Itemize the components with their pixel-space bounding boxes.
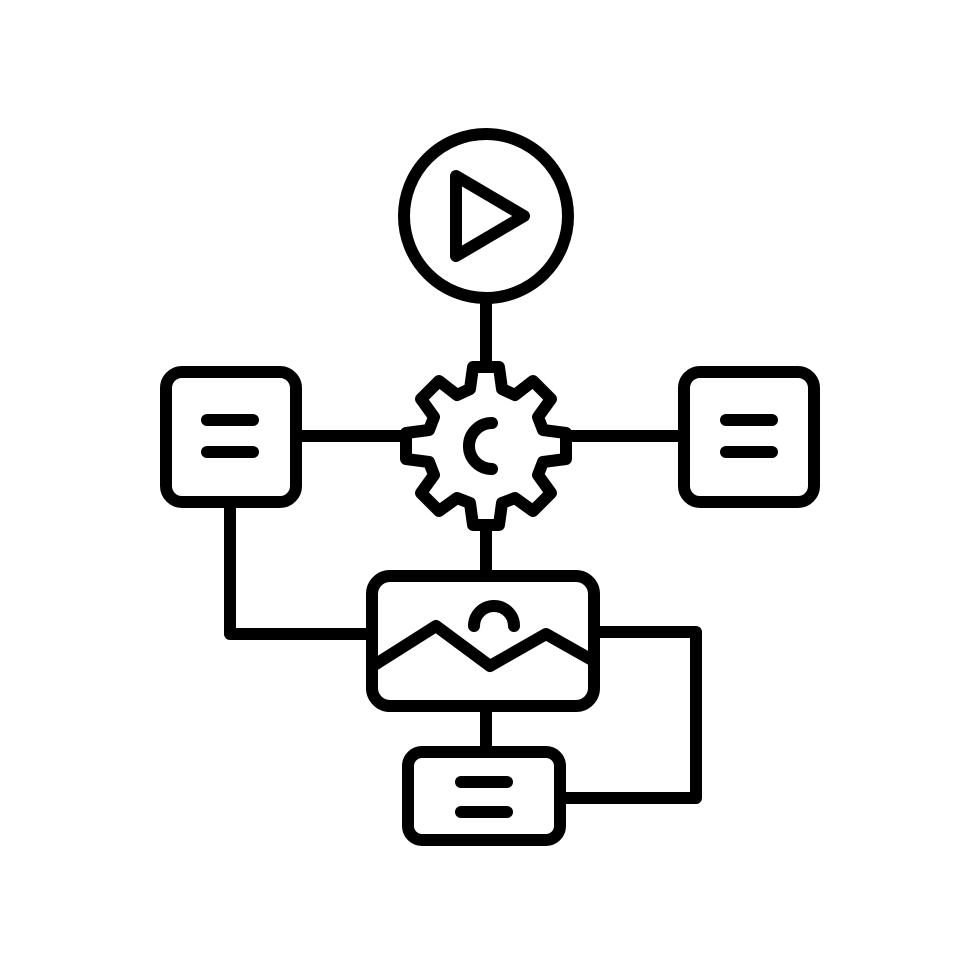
play-icon [450,170,530,262]
sun-icon [468,600,520,632]
connector-media-bottom-doc-loop [554,626,702,804]
bottom-doc-node [402,746,566,846]
connectors [224,292,702,804]
start-node [398,128,574,304]
bottom-doc-box [402,746,566,846]
right-doc-node [678,366,820,508]
connector-left-doc-media [224,496,376,640]
right-doc-box [678,366,820,508]
left-doc-box [160,366,302,508]
start-circle [398,128,574,304]
gear-center-arc-icon [463,417,498,475]
left-doc-node [160,366,302,508]
mountains-icon [370,620,598,672]
media-node [366,570,600,712]
process-node [400,361,572,531]
media-frame [366,570,600,712]
gear-icon [400,361,572,531]
